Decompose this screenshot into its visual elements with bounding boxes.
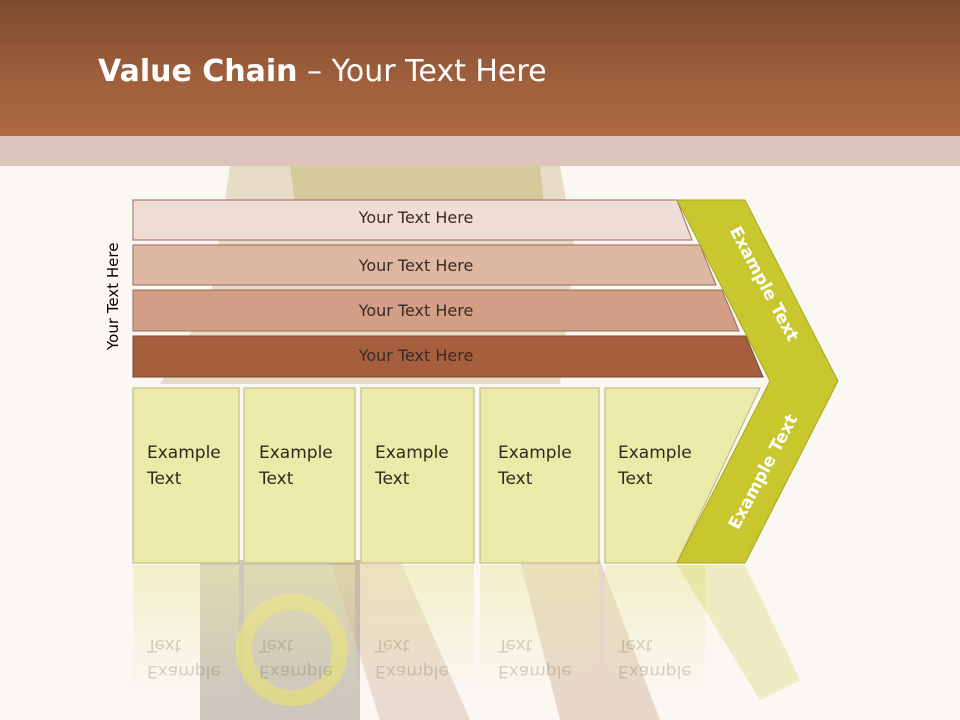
- column-box-3: [360, 387, 475, 564]
- row-label-4: Your Text Here: [358, 346, 474, 365]
- row-bar-2: [132, 244, 717, 286]
- page-title: Value Chain – Your Text Here: [98, 54, 547, 89]
- row-bar-3: [132, 289, 740, 332]
- reflection-column-4: [480, 565, 599, 695]
- row-bar-4: [132, 335, 764, 378]
- column-box-1: [132, 387, 240, 564]
- reflection-column-2: [244, 565, 355, 695]
- row-label-2: Your Text Here: [358, 256, 474, 275]
- column-box-4: [479, 387, 600, 564]
- row-label-1: Your Text Here: [358, 208, 474, 227]
- chevron-arrow: [676, 199, 839, 564]
- column-box-2: [243, 387, 356, 564]
- row-label-3: Your Text Here: [358, 301, 474, 320]
- reflection-column-5: [605, 565, 705, 695]
- header-band: [0, 136, 960, 166]
- reflection-column-3: [361, 565, 474, 695]
- reflection-chevron: [677, 565, 800, 700]
- side-label: Your Text Here: [104, 242, 122, 350]
- reflection-column-1: [133, 565, 239, 695]
- row-bar-1: [132, 199, 693, 241]
- header-bar: Value Chain – Your Text Here: [0, 0, 960, 136]
